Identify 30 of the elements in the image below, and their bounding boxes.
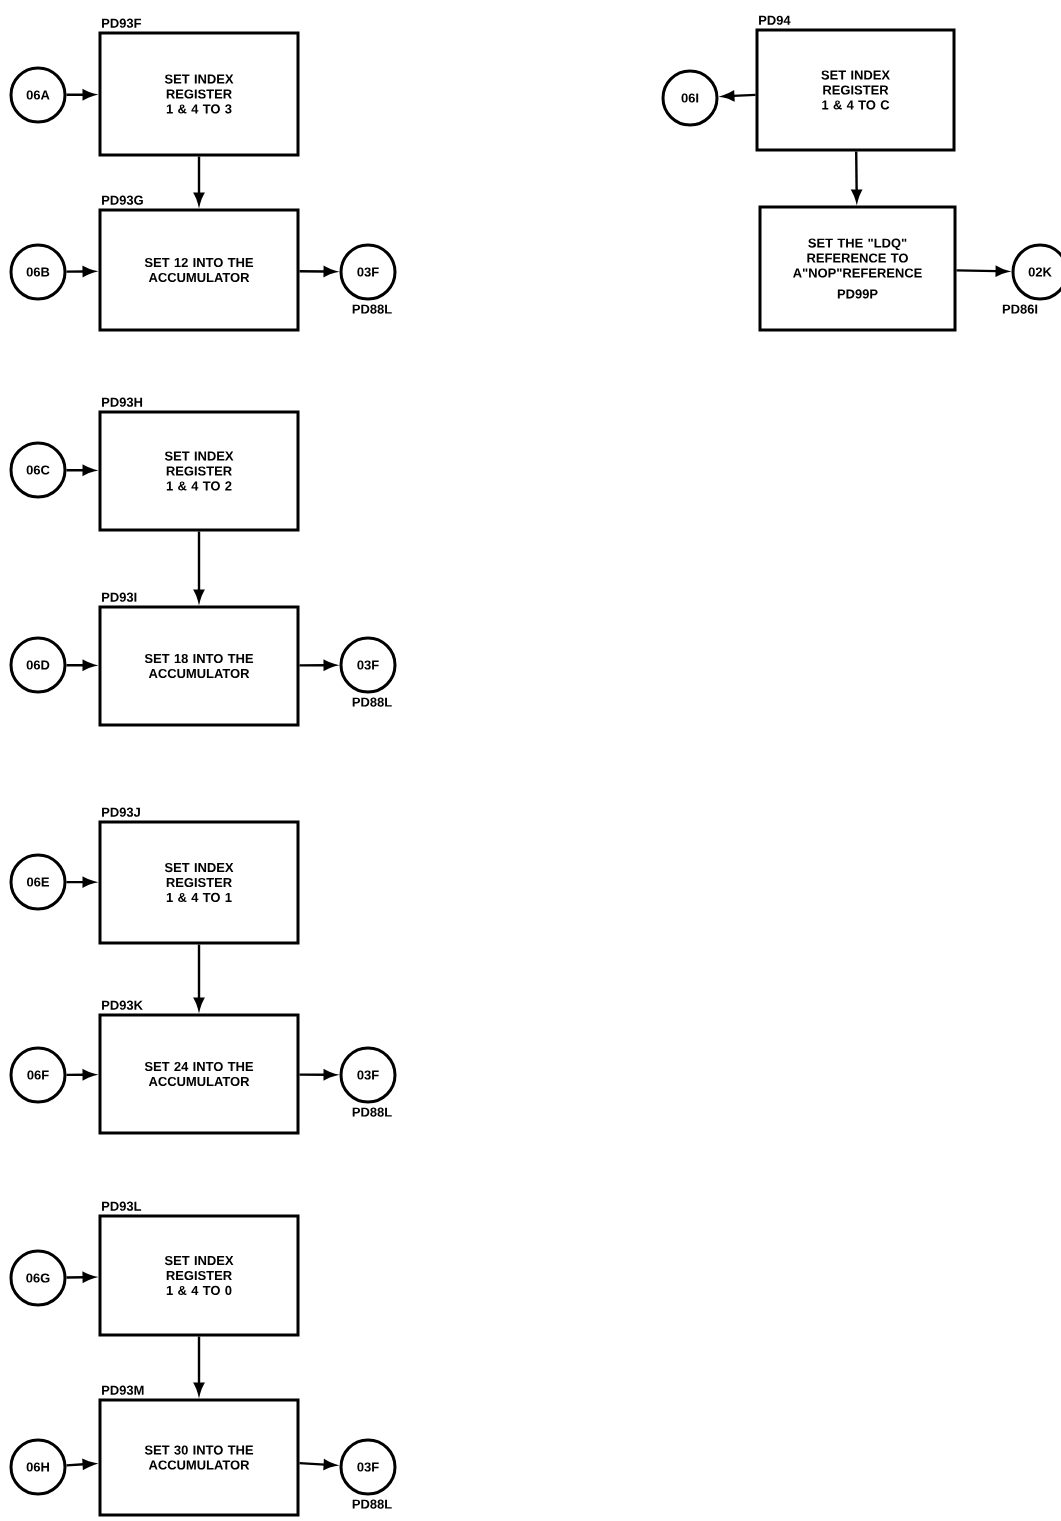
- process-box: SET THE "LDQ" REFERENCE TO A"NOP"REFERENCE PD99P: [758, 205, 957, 332]
- process-box: SET 24 INTO THE ACCUMULATOR: [98, 1013, 300, 1135]
- arrow: [193, 156, 205, 205]
- step-label: PD93M: [102, 1385, 144, 1395]
- arrow: [193, 531, 205, 602]
- process-box: SET 12 INTO THE ACCUMULATOR: [98, 208, 300, 332]
- process-box: SET INDEX REGISTER 1 & 4 TO 2: [98, 410, 300, 532]
- arrow: [66, 877, 95, 888]
- process-box: SET INDEX REGISTER 1 & 4 TO 3: [98, 31, 300, 157]
- process-box: SET INDEX REGISTER 1 & 4 TO 1: [98, 820, 300, 945]
- process-box: SET 18 INTO THE ACCUMULATOR: [98, 605, 300, 727]
- step-label: PD93F: [102, 18, 142, 28]
- reference-label: PD86I: [1002, 304, 1038, 314]
- step-label: PD93L: [102, 1201, 142, 1211]
- reference-label: PD88L: [352, 1499, 392, 1509]
- process-box: SET INDEX REGISTER 1 & 4 TO C: [755, 28, 956, 152]
- reference-label: PD88L: [352, 697, 392, 707]
- arrow: [66, 1272, 95, 1283]
- step-label: PD93H: [102, 397, 143, 407]
- step-label: PD93K: [102, 1000, 143, 1010]
- step-label: PD94: [759, 15, 791, 25]
- step-label: PD93G: [102, 195, 143, 205]
- reference-label: PD88L: [352, 1107, 392, 1117]
- arrow: [193, 944, 205, 1010]
- process-box: SET 30 INTO THE ACCUMULATOR: [98, 1398, 300, 1517]
- step-label: PD93I: [102, 592, 137, 602]
- process-box: SET INDEX REGISTER 1 & 4 TO 0: [98, 1214, 300, 1337]
- reference-label: PD88L: [352, 304, 392, 314]
- arrow: [193, 1336, 205, 1395]
- step-label: PD93J: [102, 807, 140, 817]
